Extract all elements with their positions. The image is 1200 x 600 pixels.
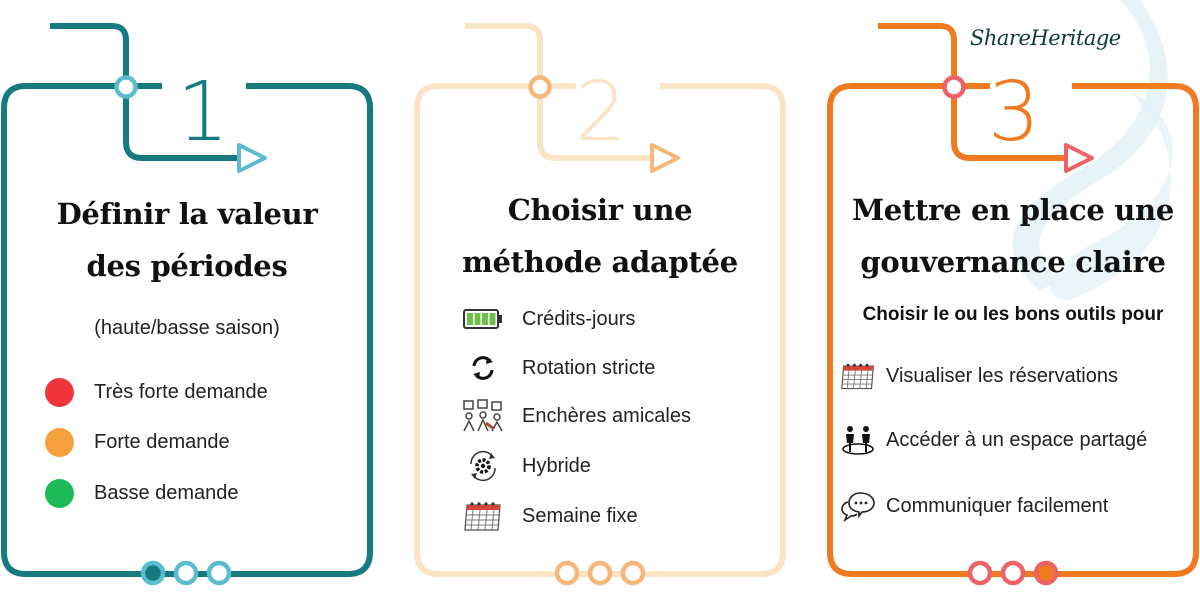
auction-icon — [462, 399, 504, 432]
decorative-swirl — [1012, 0, 1173, 300]
card-1-title-line1: Définir la valeur — [56, 197, 318, 231]
list-item-label: Accéder à un espace partagé — [886, 428, 1148, 451]
list-item-label: Rotation stricte — [522, 356, 656, 379]
low-demand-dot-icon — [45, 478, 74, 508]
card-3-number: 3 — [987, 65, 1041, 160]
list-item: Crédits-jours — [462, 304, 635, 334]
people-icon — [840, 425, 876, 455]
list-item-label: Communiquer facilement — [886, 494, 1109, 517]
list-item-label: Forte demande — [94, 430, 230, 453]
list-item-label: Crédits-jours — [522, 307, 636, 330]
high-demand-dot-icon — [45, 427, 74, 457]
very-high-demand-dot-icon — [45, 377, 74, 407]
list-item: Très forte demande — [45, 377, 268, 407]
list-item: Visualiser les réservations — [840, 361, 1118, 391]
card-1-subtitle: (haute/basse saison) — [94, 317, 280, 339]
list-item: Hybride — [462, 450, 591, 482]
rotation-icon — [462, 353, 504, 383]
chat-icon — [840, 491, 876, 522]
list-item-label: Semaine fixe — [522, 504, 638, 527]
list-item: Basse demande — [45, 478, 239, 508]
list-item-label: Basse demande — [94, 481, 239, 504]
list-item: Semaine fixe — [462, 501, 638, 531]
list-item-label: Visualiser les réservations — [886, 364, 1118, 387]
list-item: Enchères amicales — [462, 399, 691, 432]
card-3-title-line1: Mettre en place une — [851, 193, 1174, 227]
list-item: Accéder à un espace partagé — [840, 425, 1147, 455]
gear-cycle-icon — [462, 450, 504, 482]
list-item-label: Enchères amicales — [522, 404, 691, 427]
card-2-title: Choisir une méthode adaptée — [417, 184, 783, 288]
card-1-number: 1 — [176, 65, 230, 160]
card-2-frame — [414, 23, 786, 586]
calendar-icon — [840, 361, 876, 391]
card-1-frame — [1, 23, 373, 586]
card-2-title-line2: méthode adaptée — [462, 245, 738, 279]
card-1-title-line2: des périodes — [86, 249, 288, 283]
battery-icon — [462, 304, 504, 334]
card-3-title-line2: gouvernance claire — [860, 245, 1166, 279]
list-item: Forte demande — [45, 427, 230, 457]
list-item: Rotation stricte — [462, 353, 655, 383]
card-1-title: Définir la valeur des périodes — [4, 188, 370, 292]
card-3-title: Mettre en place une gouvernance claire — [830, 184, 1196, 288]
list-item-label: Très forte demande — [94, 380, 268, 403]
card-2-number: 2 — [574, 65, 628, 160]
shareheritage-logo: ShareHeritage — [970, 26, 1121, 50]
card-3-subtitle: Choisir le ou les bons outils pour — [862, 304, 1164, 325]
calendar-icon — [462, 501, 504, 531]
card-2-title-line1: Choisir une — [507, 193, 693, 227]
list-item-label: Hybride — [522, 454, 591, 477]
list-item: Communiquer facilement — [840, 491, 1109, 522]
card-3-frame — [827, 23, 1199, 586]
